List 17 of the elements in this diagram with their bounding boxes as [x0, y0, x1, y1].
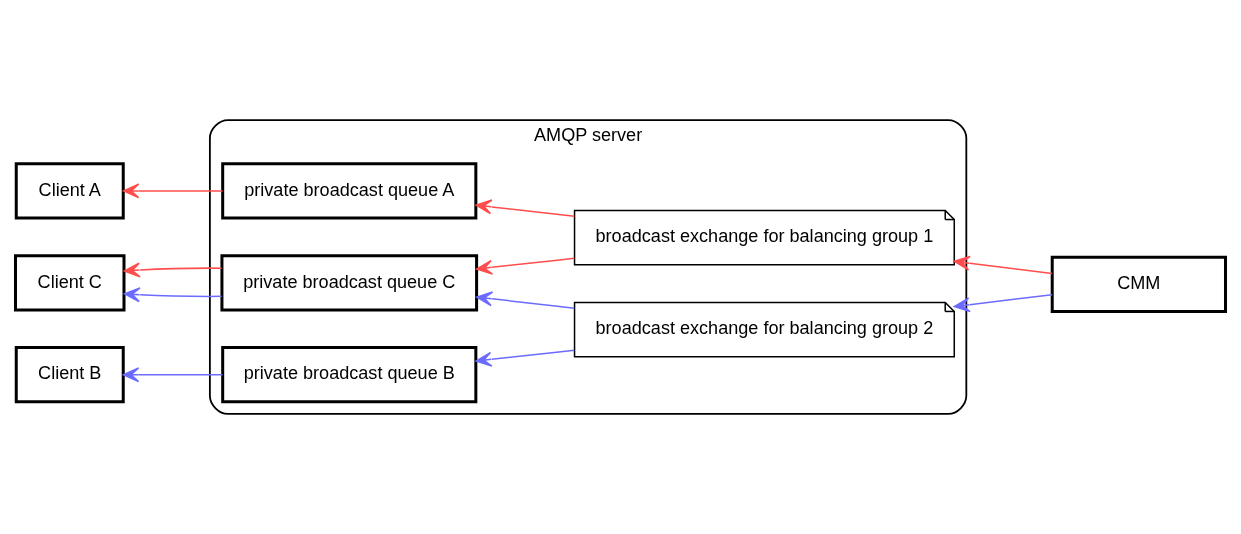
node-box: private broadcast queue B [221, 346, 478, 404]
node-box: CMM [1050, 255, 1227, 313]
node-box: private broadcast queue A [221, 162, 478, 220]
arrow [953, 255, 1053, 275]
arrow [123, 287, 223, 303]
arrow [122, 183, 224, 199]
arrow [122, 367, 224, 383]
arrow [476, 257, 576, 275]
arrow [953, 293, 1053, 313]
node-box: Client B [14, 346, 125, 404]
node-box: private broadcast queue C [220, 254, 479, 312]
node-box: Client C [14, 254, 126, 312]
arrow [476, 291, 576, 309]
arrow [475, 349, 576, 367]
arrow [475, 199, 576, 217]
arrow [123, 262, 223, 278]
node-box: Client A [14, 162, 125, 220]
